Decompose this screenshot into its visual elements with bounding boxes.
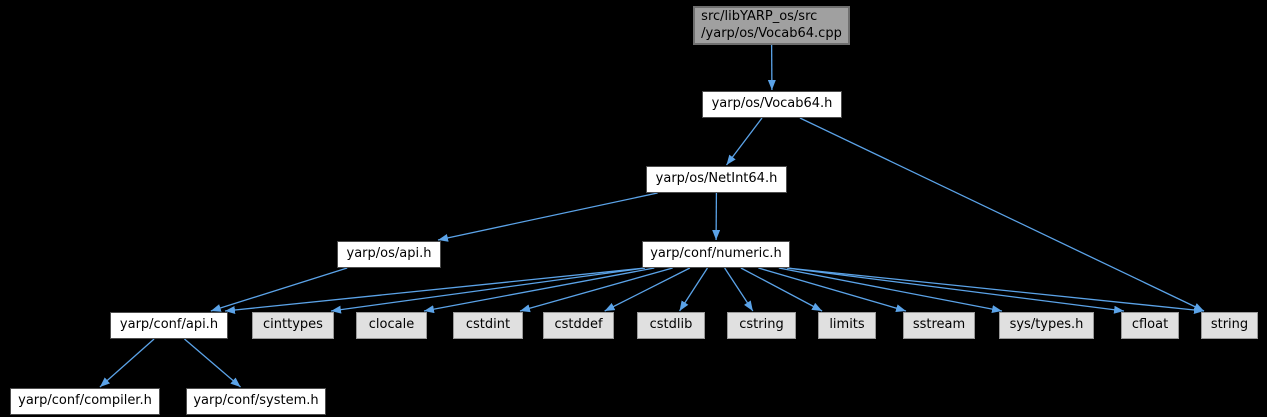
graph-node-label: yarp/os/NetInt64.h [655, 171, 778, 187]
edge-netint64h-to-osapih [437, 192, 658, 242]
graph-node-label: cstring [739, 317, 784, 333]
graph-node-compilerh[interactable]: yarp/conf/compiler.h [10, 388, 160, 415]
graph-node-label: cstdlib [649, 317, 693, 333]
graph-node-label: yarp/os/Vocab64.h [711, 96, 833, 112]
edge-numerich-to-cinttypes [330, 267, 646, 314]
graph-node-clocale[interactable]: clocale [356, 312, 427, 339]
edge-numerich-to-clocale [423, 267, 655, 314]
graph-node-netint64h[interactable]: yarp/os/NetInt64.h [646, 166, 787, 193]
graph-node-cstdlib[interactable]: cstdlib [637, 312, 705, 339]
edge-confapih-to-compilerh [99, 338, 155, 388]
graph-node-cstdint[interactable]: cstdint [453, 312, 523, 339]
graph-node-limits[interactable]: limits [818, 312, 876, 339]
graph-node-label: cstdint [465, 317, 511, 333]
graph-node-osapih[interactable]: yarp/os/api.h [337, 241, 441, 268]
graph-node-cstddef[interactable]: cstddef [543, 312, 614, 339]
graph-node-sstream[interactable]: sstream [903, 312, 975, 339]
graph-node-label: yarp/conf/numeric.h [650, 246, 782, 262]
graph-node-label: cfloat [1131, 317, 1169, 333]
graph-node-label: yarp/conf/system.h [193, 393, 319, 409]
graph-node-systemh[interactable]: yarp/conf/system.h [186, 388, 326, 415]
edge-osapih-to-confapih [210, 267, 348, 312]
graph-node-systypesh[interactable]: sys/types.h [999, 312, 1094, 339]
edge-numerich-to-cstdint [519, 267, 673, 313]
edge-numerich-to-cstddef [604, 267, 691, 312]
graph-node-vocab64cpp[interactable]: src/libYARP_os/src /yarp/os/Vocab64.cpp [693, 6, 850, 45]
graph-node-label: yarp/conf/compiler.h [18, 393, 152, 409]
graph-node-label: src/libYARP_os/src /yarp/os/Vocab64.cpp [701, 8, 842, 41]
edge-numerich-to-string [786, 267, 1205, 314]
graph-node-label: sys/types.h [1009, 317, 1084, 333]
graph-node-cinttypes[interactable]: cinttypes [252, 312, 334, 339]
graph-node-confapih[interactable]: yarp/conf/api.h [110, 312, 228, 339]
edge-vocab64h-to-netint64h [725, 117, 763, 166]
edge-numerich-to-cfloat [786, 267, 1125, 314]
graph-node-label: sstream [912, 317, 966, 333]
graph-node-label: clocale [368, 317, 415, 333]
edge-numerich-to-cstring [724, 267, 754, 312]
edge-confapih-to-systemh [184, 338, 241, 388]
graph-node-label: cinttypes [263, 317, 323, 333]
graph-node-label: cstddef [554, 317, 603, 333]
graph-node-numerich[interactable]: yarp/conf/numeric.h [642, 241, 790, 268]
edge-numerich-to-systypesh [778, 267, 1003, 314]
edge-numerich-to-limits [740, 267, 823, 312]
graph-node-label: yarp/os/api.h [346, 246, 432, 262]
graph-node-vocab64h[interactable]: yarp/os/Vocab64.h [702, 91, 842, 118]
graph-node-label: yarp/conf/api.h [119, 317, 219, 333]
edge-numerich-to-confapih [224, 267, 646, 314]
graph-node-label: string [1210, 317, 1249, 333]
graph-node-string[interactable]: string [1201, 312, 1258, 339]
edge-numerich-to-sstream [758, 267, 907, 313]
graph-node-cfloat[interactable]: cfloat [1121, 312, 1179, 339]
edge-vocab64h-to-string [799, 117, 1205, 312]
graph-node-label: limits [829, 317, 865, 333]
edge-numerich-to-cstdlib [679, 267, 708, 312]
graph-node-cstring[interactable]: cstring [727, 312, 796, 339]
